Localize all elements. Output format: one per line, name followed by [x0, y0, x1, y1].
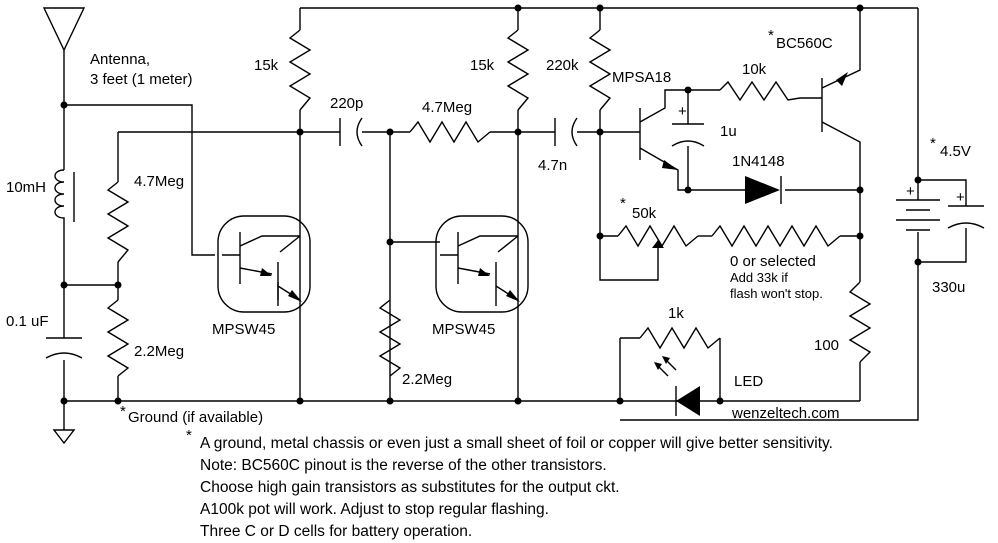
- label-cap-0p1uf: 0.1 uF: [6, 313, 49, 330]
- note-line-5: Three C or D cells for battery operation…: [200, 523, 472, 540]
- label-d-1n4148: 1N4148: [732, 153, 785, 170]
- resistor-1k: [639, 326, 721, 350]
- resistor-220k: [588, 29, 612, 111]
- label-batt: 4.5V: [940, 143, 971, 160]
- notes-star: *: [186, 427, 192, 444]
- ground-symbol: [52, 429, 76, 445]
- label-antenna-length: 3 feet (1 meter): [90, 71, 193, 88]
- resistor-selected: [711, 224, 841, 248]
- label-q-bc560c: BC560C: [776, 35, 833, 52]
- label-r-100: 100: [814, 337, 839, 354]
- label-r-15k-b: 15k: [470, 57, 495, 74]
- capacitor-1u: [671, 123, 705, 147]
- inductor-10mh: [54, 169, 65, 227]
- capacitor-4p7n: [554, 117, 578, 147]
- capacitor-220p: [339, 117, 363, 147]
- q2-emitter-arrow: [478, 268, 490, 276]
- note-line-2: Note: BC560C pinout is the reverse of th…: [200, 457, 607, 474]
- label-r-2p2meg-b: 2.2Meg: [402, 371, 452, 388]
- label-note-33k-1: Add 33k if: [730, 270, 788, 285]
- label-r-10k: 10k: [742, 61, 767, 78]
- resistor-100: [848, 281, 872, 363]
- resistor-4p7meg-a: [106, 181, 130, 263]
- label-q-mpsw45-a: MPSW45: [212, 321, 275, 338]
- transistor-mpsw45-b: [435, 215, 529, 313]
- label-r-4p7meg-b: 4.7Meg: [422, 99, 472, 116]
- q2-out-arrow: [506, 290, 520, 302]
- resistor-10k: [719, 80, 801, 102]
- junction-dots: [60, 4, 922, 405]
- resistor-15k-a: [288, 29, 312, 111]
- resistor-15k-b: [506, 29, 530, 111]
- label-r-1k: 1k: [668, 305, 684, 322]
- label-antenna: Antenna,: [90, 51, 150, 68]
- mpsa18-emitter-arrow: [662, 160, 678, 170]
- transistor-mpsw45-a: [217, 215, 311, 313]
- resistor-2p2meg-b: [378, 299, 402, 377]
- wires: [63, 7, 967, 430]
- label-bc560c-star: *: [768, 27, 774, 44]
- label-note-33k-2: flash won't stop.: [730, 286, 823, 301]
- label-c-4p7n: 4.7n: [538, 157, 567, 174]
- label-c-1u: 1u: [720, 123, 737, 140]
- label-r-220k: 220k: [546, 57, 579, 74]
- label-q-mpsw45-b: MPSW45: [432, 321, 495, 338]
- note-line-3: Choose high gain transistors as substitu…: [200, 479, 620, 496]
- label-inductor: 10mH: [6, 179, 46, 196]
- bc560c-emitter-arrow: [836, 72, 848, 86]
- label-pot-star: *: [620, 195, 626, 212]
- pot-wiper-head: [652, 240, 664, 248]
- label-r-15k-a: 15k: [254, 57, 279, 74]
- label-r-4p7meg-a: 4.7Meg: [134, 173, 184, 190]
- label-ground-star: *: [120, 403, 126, 420]
- label-site: wenzeltech.com: [731, 405, 840, 422]
- resistor-2p2meg-a: [106, 299, 130, 377]
- battery-4p5v: [896, 199, 940, 231]
- resistor-4p7meg-b: [409, 120, 491, 144]
- potentiometer-50k: [617, 224, 699, 248]
- q1-emitter-arrow: [260, 268, 272, 276]
- note-line-4: A100k pot will work. Adjust to stop regu…: [200, 501, 549, 518]
- label-c-330u: 330u: [932, 279, 965, 296]
- label-q-mpsa18: MPSA18: [612, 69, 671, 86]
- label-r-2p2meg-a: 2.2Meg: [134, 343, 184, 360]
- diode-1n4148: [745, 176, 782, 204]
- label-ground: Ground (if available): [128, 409, 263, 426]
- label-batt-plus: +: [906, 183, 915, 200]
- led-symbol: [654, 356, 700, 416]
- label-c-1u-plus: +: [678, 103, 687, 120]
- label-r-selected: 0 or selected: [730, 253, 816, 270]
- capacitor-0p1uf: [45, 337, 83, 359]
- antenna-symbol: [42, 7, 86, 52]
- label-batt-star: *: [930, 135, 936, 152]
- label-led: LED: [734, 373, 763, 390]
- q1-out-arrow: [288, 290, 302, 302]
- label-c-220p: 220p: [330, 95, 363, 112]
- note-line-1: A ground, metal chassis or even just a s…: [200, 435, 833, 452]
- capacitor-330u: [947, 205, 985, 229]
- label-pot-50k: 50k: [632, 205, 657, 222]
- label-330u-plus: +: [956, 189, 965, 206]
